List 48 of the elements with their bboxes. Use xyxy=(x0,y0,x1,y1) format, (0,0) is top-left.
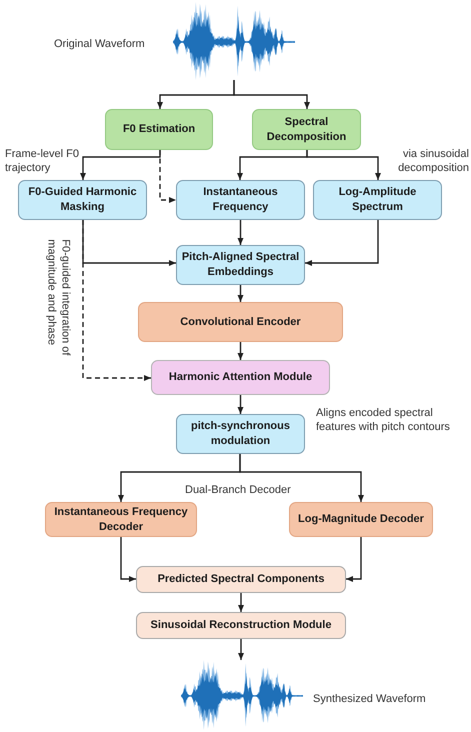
process-box xyxy=(138,302,343,342)
arrow xyxy=(233,80,310,109)
box-label: Log-Magnitude Decoder xyxy=(298,512,424,527)
process-box xyxy=(313,180,442,220)
process-box xyxy=(18,180,147,220)
waveform-drawing xyxy=(173,2,295,80)
arrow xyxy=(82,220,176,266)
edge-label: via sinusoidal decomposition xyxy=(397,147,469,176)
section-label: Dual-Branch Decoder xyxy=(185,483,291,498)
box-label: Instantaneous Frequency xyxy=(202,185,279,215)
arrow xyxy=(239,454,364,502)
arrow xyxy=(238,342,244,360)
process-box xyxy=(151,360,330,395)
edge-label: Frame-level F0 trajectory xyxy=(5,147,79,176)
arrow xyxy=(238,220,244,245)
box-label: pitch-synchronous modulation xyxy=(190,419,291,449)
process-box xyxy=(289,502,433,537)
box-label: Instantaneous Frequency Decoder xyxy=(53,504,189,534)
box-label: Convolutional Encoder xyxy=(180,314,301,330)
waveform-caption: Original Waveform xyxy=(54,37,145,52)
arrow xyxy=(120,537,136,582)
process-box xyxy=(136,566,346,593)
box-label: Spectral Decomposition xyxy=(266,114,348,144)
arrow xyxy=(305,220,379,266)
process-box xyxy=(105,109,213,150)
edge-label: F0-guided integration of magnitude and phase xyxy=(44,239,72,358)
waveform-drawing xyxy=(181,660,303,730)
waveform-caption: Synthesized Waveform xyxy=(313,692,426,706)
arrow xyxy=(238,395,244,414)
process-box xyxy=(176,180,305,220)
box-label: Sinusoidal Reconstruction Module xyxy=(150,618,332,633)
arrow xyxy=(80,150,161,180)
box-label: Log-Amplitude Spectrum xyxy=(338,185,418,215)
box-label: Pitch-Aligned Spectral Embeddings xyxy=(181,250,300,280)
box-label: F0 Estimation xyxy=(122,122,196,137)
annotation-text: Aligns encoded spectral features with pitch contours xyxy=(316,406,451,435)
arrow xyxy=(306,150,381,180)
arrow xyxy=(238,285,244,302)
box-label: F0-Guided Harmonic Masking xyxy=(27,185,138,215)
process-box xyxy=(176,414,305,454)
process-box xyxy=(252,109,361,150)
process-box xyxy=(136,612,346,639)
box-label: Predicted Spectral Components xyxy=(158,572,324,587)
box-label: Harmonic Attention Module xyxy=(168,370,312,385)
arrow xyxy=(238,593,244,612)
arrow xyxy=(346,537,362,582)
process-box xyxy=(45,502,197,537)
arrow xyxy=(238,639,244,660)
